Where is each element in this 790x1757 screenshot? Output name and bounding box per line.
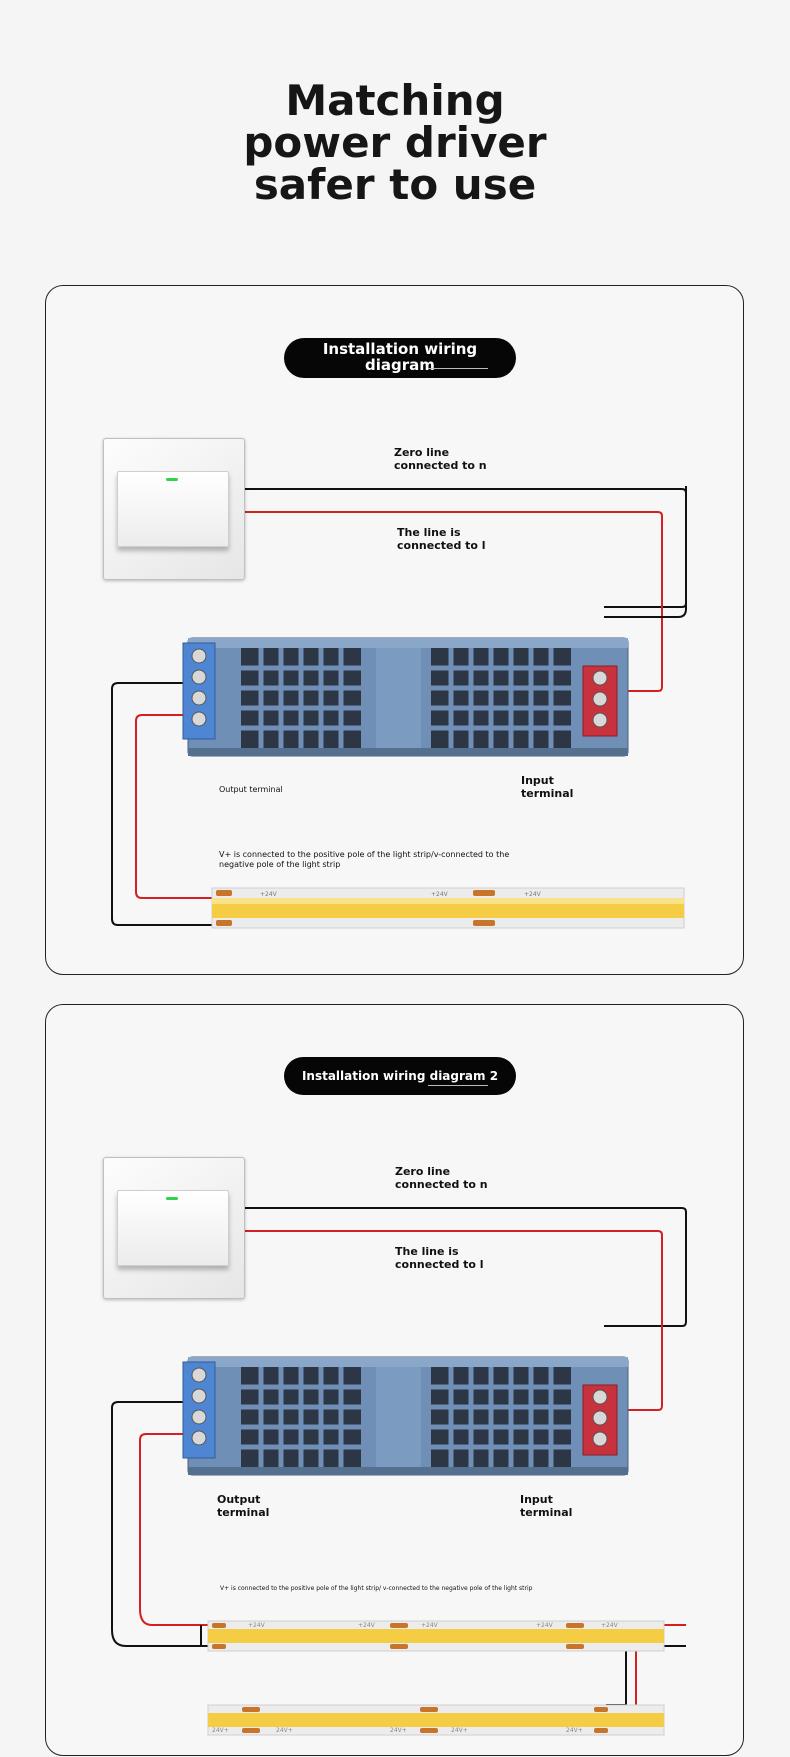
led-strip-icon — [207, 1704, 665, 1736]
live-line-label: The line is connected to l — [397, 526, 486, 552]
led-strip-icon — [207, 1620, 665, 1652]
strip-2-label: 24V+ — [212, 1727, 229, 1734]
panel-2-title: Installation wiring diagram 2 — [284, 1057, 516, 1095]
strip-label: +24V — [536, 1622, 553, 1629]
output-live-wire — [135, 714, 224, 899]
output-live-wire — [139, 1433, 686, 1626]
output-neutral-wire — [111, 682, 224, 926]
headline-line-2: power driver — [243, 118, 547, 167]
strip-label: +24V — [358, 1622, 375, 1629]
live-wire-switch — [242, 511, 663, 692]
strip-label: +24V — [248, 1622, 265, 1629]
zero-line-label: Zero line connected to n — [394, 446, 487, 472]
strip-2-neutral-wire — [606, 1646, 627, 1706]
switch-led — [166, 1197, 178, 1200]
switch-rocker — [117, 471, 229, 547]
panel-2-wiring — [111, 1207, 687, 1736]
switch-rocker — [117, 1190, 229, 1266]
strip-label: +24V — [601, 1622, 618, 1629]
strip-label: +24V — [421, 1622, 438, 1629]
diagram-panel-1: Installation wiring diagram — [45, 285, 744, 975]
strip-label: +24V — [524, 891, 541, 898]
power-driver-icon — [182, 1356, 629, 1476]
headline-line-3: safer to use — [253, 160, 537, 209]
wall-switch-icon — [103, 1157, 245, 1299]
headline: Matching power driver safer to use — [0, 80, 790, 206]
panel-1-title: Installation wiring diagram — [284, 338, 516, 378]
headline-line-1: Matching — [285, 76, 505, 125]
strip-label: +24V — [260, 891, 277, 898]
polarity-note: V+ is connected to the positive pole of … — [220, 1585, 533, 1592]
led-strip-icon — [211, 887, 685, 929]
neutral-wire-switch — [242, 1207, 687, 1327]
switch-led — [166, 478, 178, 481]
strip-label: +24V — [431, 891, 448, 898]
panel-1-title-line-2: diagram — [365, 356, 435, 374]
input-terminal-label: Input terminal — [521, 774, 574, 800]
polarity-note: V+ is connected to the positive pole of … — [219, 850, 510, 869]
panel-1-title-line-1: Installation wiring — [322, 340, 478, 358]
power-driver-icon — [182, 637, 629, 757]
neutral-wire-input — [604, 486, 687, 618]
diagram-panel-2: Installation wiring diagram 2 — [45, 1004, 744, 1756]
wall-switch-icon — [103, 438, 245, 580]
output-terminal-label: Output terminal — [219, 785, 283, 794]
strip-2-label: 24V+ — [276, 1727, 293, 1734]
strip-2-label: 24V+ — [451, 1727, 468, 1734]
zero-line-label: Zero line connected to n — [395, 1165, 488, 1191]
live-wire-switch — [242, 1230, 663, 1411]
panel-1-wiring — [111, 486, 687, 929]
input-terminal-label: Input terminal — [520, 1493, 573, 1519]
strip-2-label: 24V+ — [390, 1727, 407, 1734]
live-line-label: The line is connected to l — [395, 1245, 484, 1271]
output-terminal-label: Output terminal — [217, 1493, 270, 1519]
strip-2-label: 24V+ — [566, 1727, 583, 1734]
output-neutral-wire — [111, 1401, 686, 1647]
